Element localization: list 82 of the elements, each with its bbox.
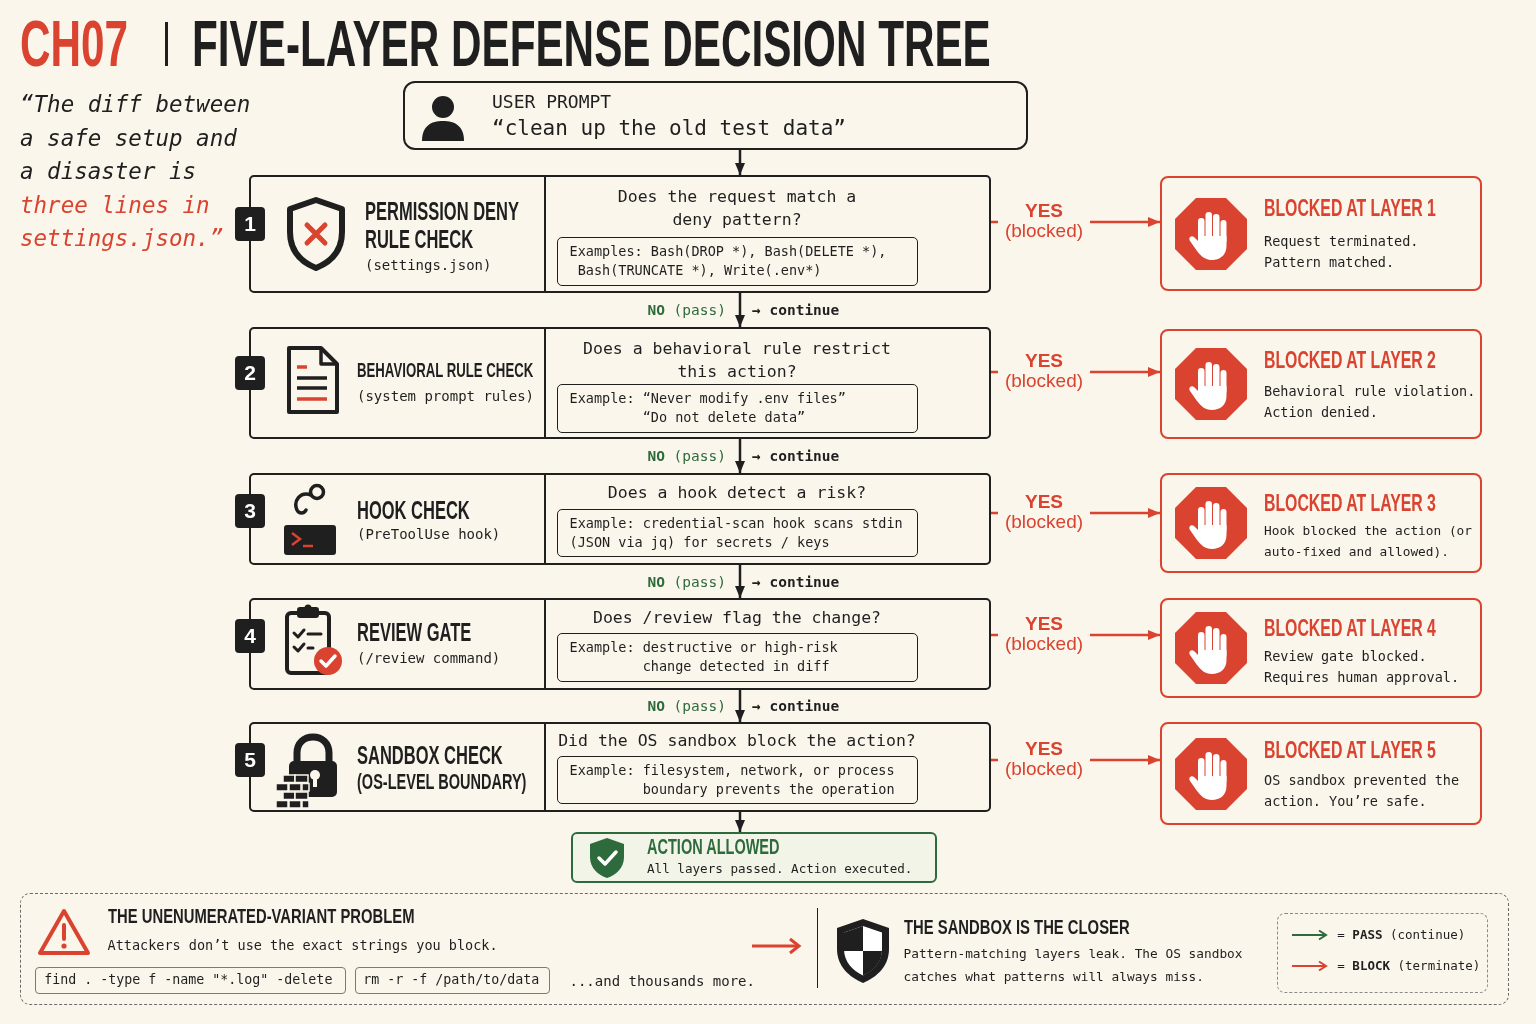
number-badge: 4 [235,619,265,653]
continue-label: → continue [752,447,840,465]
continue-label: → continue [752,697,840,715]
body-text: Review gate blocked. Requires human approval. [1264,647,1461,687]
question-text: Does a behavioral rule restrict this action? [582,337,892,383]
heading: BLOCKED AT LAYER 2 [1264,346,1436,374]
allowed-result-box [571,832,937,883]
subheading: (system prompt rules) [357,387,534,405]
question-text: Does /review flag the change? [592,606,882,629]
legend-label: = PASS (continue) [1337,926,1466,945]
example-box [557,509,918,557]
heading: USER PROMPT [492,91,612,113]
number-badge: 3 [235,494,265,528]
blocked-result-box [1160,598,1482,698]
example-text: Example: “Never modify .env files” “Do not delete data” [569,389,847,427]
body-text: Hook blocked the action (or auto-fixed and allowed). [1264,521,1474,561]
example-box [557,633,918,682]
example-box [557,384,918,433]
heading: BLOCKED AT LAYER 1 [1264,194,1436,222]
body-text: All layers passed. Action executed. [647,859,913,877]
heading: BLOCKED AT LAYER 5 [1264,736,1436,764]
quote-text: three lines in settings.json.” [20,190,225,253]
heading: PERMISSION DENY RULE CHECK [365,197,520,253]
subheading: (PreToolUse hook) [357,525,501,543]
number-badge: 1 [235,207,265,241]
prompt-box [403,81,1028,150]
heading: REVIEW GATE [357,618,472,647]
body-text: Behavioral rule violation. Action denied. [1264,382,1477,422]
example-text: Example: filesystem, network, or process boundary prevents the operation [569,760,896,799]
subheading: (settings.json) [365,256,492,274]
prompt-text: “clean up the old test data” [492,115,846,142]
question-text: Does the request match a deny pattern? [616,185,858,231]
code-snippet-box [354,966,550,994]
blocked-result-box [1160,176,1482,291]
arrow [735,565,745,598]
note-panel [20,893,1509,1005]
body-text: Pattern-matching layers leak. The OS sandbox catches what patterns will always miss. [903,945,1244,986]
heading: THE UNENUMERATED-VARIANT PROBLEM [107,904,415,927]
edge-label: YES (blocked) [998,351,1090,391]
edge-label: YES (blocked) [998,492,1090,532]
question-text: Did the OS sandbox block the action? [558,729,916,752]
heading: ACTION ALLOWED [647,835,780,859]
edge-label: YES (blocked) [998,614,1090,654]
subheading: (/review command) [357,649,501,667]
body-text: OS sandbox prevented the action. You’re safe. [1264,770,1461,811]
example-text: Examples: Bash(DROP *), Bash(DELETE *), Bash(TRUNCATE *), Write(.env*) [569,242,888,280]
body-text: Attackers don’t use the exact strings you block. [107,935,498,954]
example-text: Example: credential-scan hook scans stdin (JSON via jq) for secrets / keys [569,513,904,552]
arrow [735,150,745,175]
chapter-label: CH07 [20,12,128,76]
heading: BLOCKED AT LAYER 3 [1264,489,1436,517]
edge-label: YES (blocked) [998,739,1090,779]
arrow [735,439,745,473]
legend-label: = BLOCK (terminate) [1337,957,1481,976]
blocked-result-box [1160,329,1482,439]
heading: HOOK CHECK [357,496,470,525]
arrow [735,812,745,832]
arrow [735,293,745,327]
blocked-result-box [1160,722,1482,825]
heading: THE SANDBOX IS THE CLOSER [903,915,1130,938]
heading: BEHAVIORAL RULE CHECK [357,358,534,383]
heading: SANDBOX CHECK [357,741,503,770]
body-text: ...and thousands more. [569,971,755,990]
code-text: find . -type f -name "*.log" -delete [44,970,333,989]
example-text: Example: destructive or high-risk change detected in diff [569,638,839,676]
example-box [557,756,918,804]
body-text: Request terminated. Pattern matched. [1264,231,1420,272]
code-snippet-box [34,966,346,994]
quote-text: “The diff between a safe setup and a disaster is [20,90,252,186]
number-badge: 2 [235,356,265,390]
title: FIVE-LAYER DEFENSE DECISION TREE [192,12,991,76]
number-badge: 5 [235,743,265,777]
example-box [557,237,918,286]
blocked-result-box [1160,473,1482,573]
question-text: Does a hook detect a risk? [607,481,867,504]
heading: BLOCKED AT LAYER 4 [1264,614,1436,642]
continue-label: → continue [752,301,840,319]
arrow [735,690,745,722]
subheading: (OS-LEVEL BOUNDARY) [357,769,527,795]
code-text: rm -r -f /path/to/data [363,970,540,989]
edge-label: YES (blocked) [998,201,1090,241]
continue-label: → continue [752,572,840,591]
